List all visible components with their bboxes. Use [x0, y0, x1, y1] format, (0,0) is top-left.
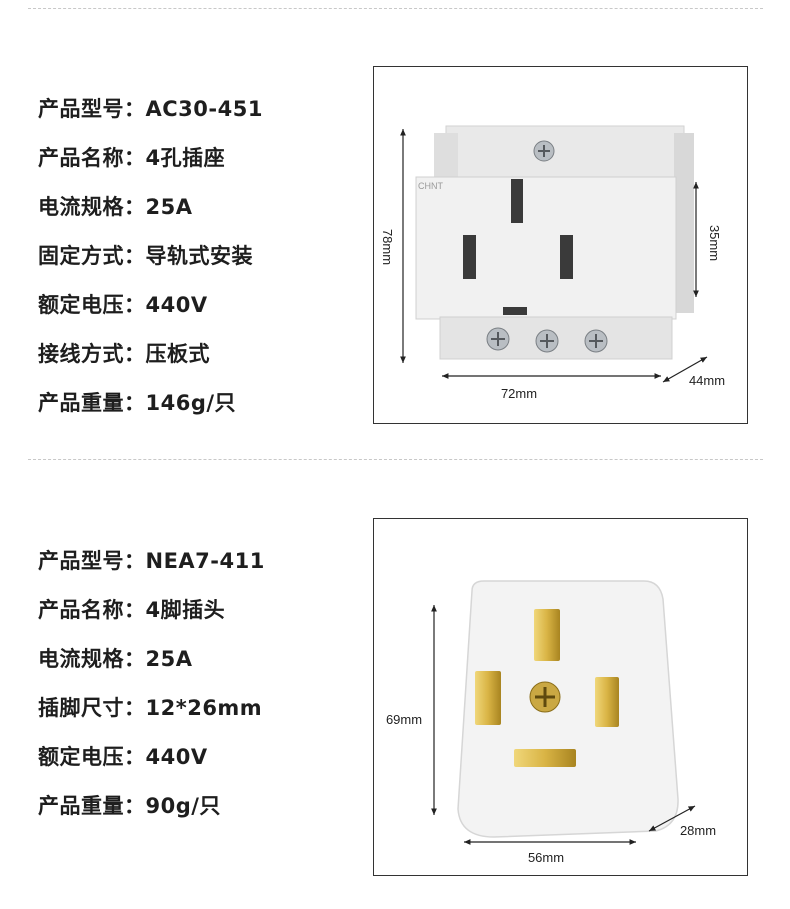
plug-illustration: 69mm 56mm 28mm: [386, 580, 716, 865]
dim-width-label: 72mm: [501, 386, 537, 401]
din-socket-body: [415, 125, 694, 360]
plug-body: [457, 580, 679, 838]
dim-height-label: 69mm: [386, 712, 422, 727]
spec-row-name: 产品名称：4孔插座: [38, 146, 226, 170]
top-divider: [28, 8, 763, 9]
product1-photo: CHNT 78mm 35mm 72mm 44mm: [373, 66, 748, 424]
dim-inner-height-label: 35mm: [707, 225, 722, 261]
spec-row-model: 产品型号：AC30-451: [38, 97, 263, 121]
dim-height-label: 78mm: [380, 229, 395, 265]
din-socket-illustration: CHNT 78mm 35mm 72mm 44mm: [380, 125, 725, 401]
brand-mark: CHNT: [418, 181, 443, 191]
product2-photo: 69mm 56mm 28mm: [373, 518, 748, 876]
spec-row-current: 电流规格：25A: [38, 647, 193, 671]
product1-spec-list: 产品型号：AC30-451 产品名称：4孔插座 电流规格：25A 固定方式：导轨…: [38, 97, 263, 440]
spec-row-name: 产品名称：4脚插头: [38, 598, 226, 622]
product2-spec-list: 产品型号：NEA7-411 产品名称：4脚插头 电流规格：25A 插脚尺寸：12…: [38, 549, 265, 843]
spec-row-voltage: 额定电压：440V: [38, 293, 208, 317]
spec-row-mounting: 固定方式：导轨式安装: [38, 244, 253, 268]
section-divider: [28, 459, 763, 460]
spec-row-voltage: 额定电压：440V: [38, 745, 208, 769]
spec-row-pin-size: 插脚尺寸：12*26mm: [38, 696, 263, 720]
spec-row-wiring: 接线方式：压板式: [38, 342, 210, 366]
spec-row-weight: 产品重量：90g/只: [38, 794, 221, 818]
dim-width-label: 56mm: [528, 850, 564, 865]
spec-row-weight: 产品重量：146g/只: [38, 391, 237, 415]
spec-row-model: 产品型号：NEA7-411: [38, 549, 265, 573]
spec-row-current: 电流规格：25A: [38, 195, 193, 219]
dim-depth-label: 44mm: [689, 373, 725, 388]
dim-depth-label: 28mm: [680, 823, 716, 838]
